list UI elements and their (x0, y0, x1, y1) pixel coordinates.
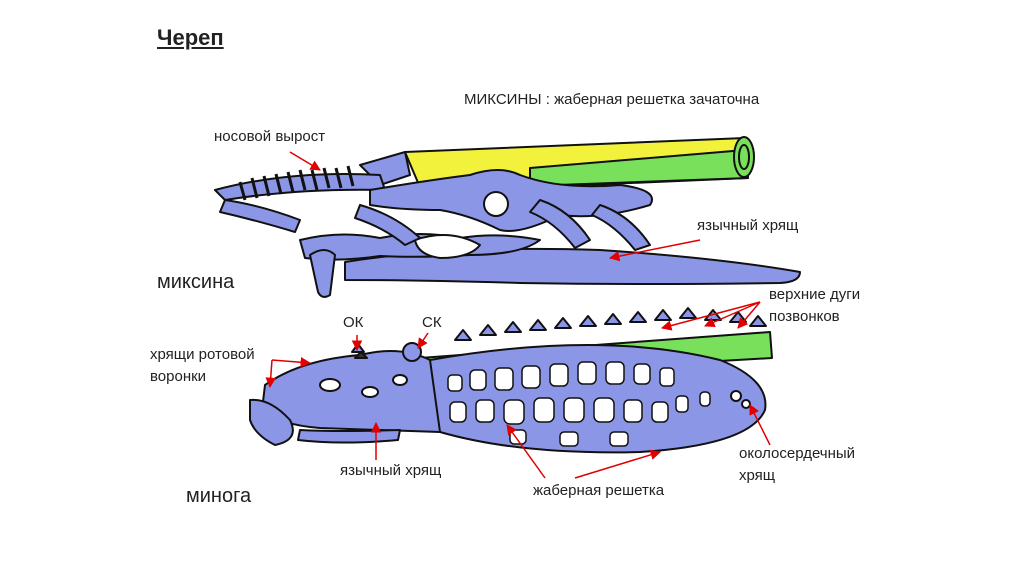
label-hagfish: миксина (157, 271, 235, 293)
slide-title: Череп (157, 25, 224, 50)
label-upper-arches-line2: позвонков (769, 308, 840, 325)
label-nasal-process: носовой вырост (214, 128, 326, 145)
label-pericardial-line1: околосердечный (739, 445, 856, 462)
label-gill-grid: жаберная решетка (533, 482, 665, 499)
label-oral-funnel-line2: воронки (150, 368, 207, 385)
label-pericardial-line2: хрящ (739, 467, 776, 484)
hagfish-skull-drawing (214, 136, 801, 298)
label-oral-funnel-line1: хрящи ротовой (150, 346, 255, 363)
slide-subtitle: МИКСИНЫ : жаберная решетка зачаточна (464, 91, 760, 108)
label-lingual-cartilage-lamprey: язычный хрящ (340, 462, 442, 479)
label-upper-arches-line1: верхние дуги (769, 286, 861, 303)
label-lingual-cartilage-hagfish: язычный хрящ (697, 217, 799, 234)
label-sk: СК (422, 314, 442, 331)
leader-lines (265, 151, 771, 479)
label-lamprey: минога (186, 485, 252, 507)
label-ok: ОК (343, 314, 364, 331)
lamprey-skull-drawing (249, 307, 773, 454)
